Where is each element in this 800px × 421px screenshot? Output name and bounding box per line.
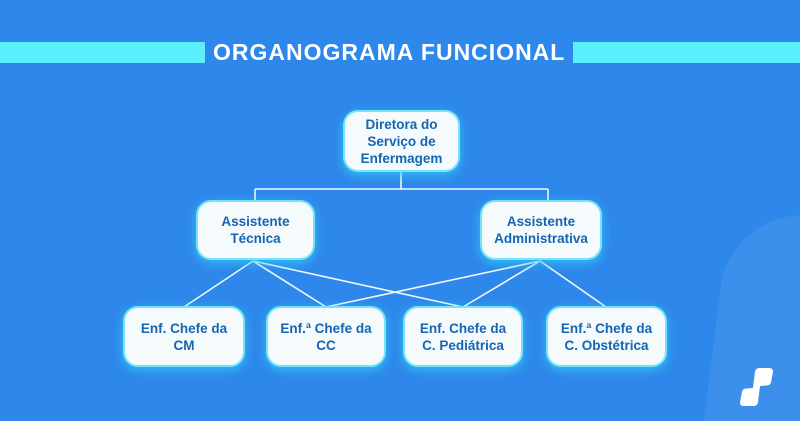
- title-bar: ORGANOGRAMA FUNCIONAL: [0, 39, 800, 65]
- org-node-enf-chefe-obstetrica: Enf.ª Chefe da C. Obstétrica: [548, 308, 665, 365]
- brand-logo-icon: [740, 368, 773, 406]
- org-node-assistente-administrativa: Assistente Administrativa: [482, 202, 600, 258]
- title-band-left: [0, 42, 205, 63]
- org-node-enf-chefe-cc: Enf.ª Chefe da CC: [268, 308, 384, 365]
- org-node-label: Enf. Chefe da C. Pediátrica: [419, 320, 507, 353]
- org-node-label: Assistente Técnica: [221, 214, 290, 246]
- org-node-label: Enf.ª Chefe da CC: [280, 320, 372, 353]
- org-node-assistente-tecnica: Assistente Técnica: [198, 202, 313, 258]
- org-node-enf-chefe-cm: Enf. Chefe da CM: [125, 308, 243, 365]
- page-title: ORGANOGRAMA FUNCIONAL: [213, 39, 566, 65]
- org-node-label: Enf. Chefe da CM: [140, 320, 228, 353]
- org-node-enf-chefe-pediatrica: Enf. Chefe da C. Pediátrica: [405, 308, 521, 365]
- title-band-right: [573, 42, 800, 63]
- org-node-label: Enf.ª Chefe da C. Obstétrica: [560, 320, 653, 353]
- org-node-label: Diretora do Serviço de Enfermagem: [360, 116, 443, 166]
- org-node-diretora: Diretora do Serviço de Enfermagem: [345, 112, 458, 170]
- org-node-label: Assistente Administrativa: [494, 214, 588, 246]
